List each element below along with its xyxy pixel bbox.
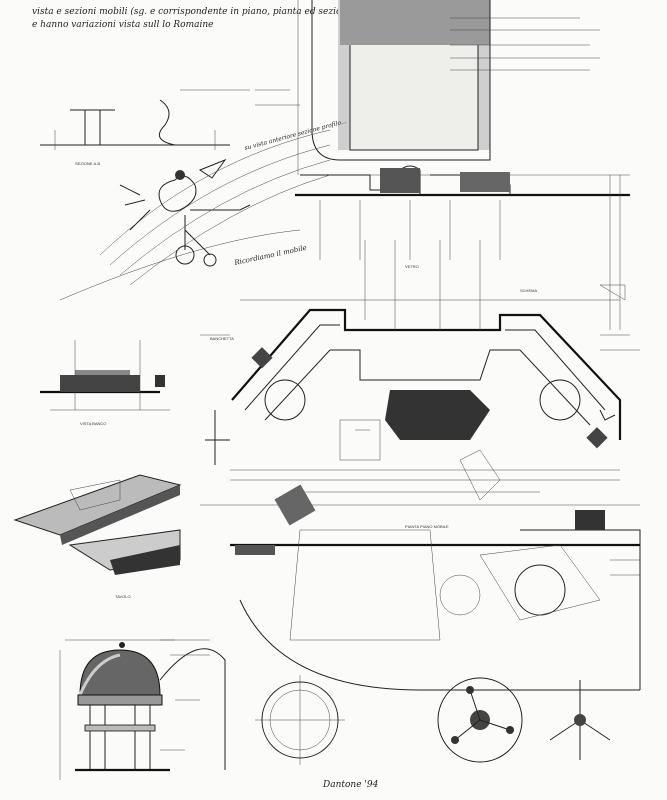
handwritten-note-2: e hanno variazioni vista sull lo Romaine: [32, 20, 214, 30]
plan-large-table: PIANTA PIANO MOBILE: [230, 484, 641, 691]
label-tavolo: TAVOLO: [115, 594, 131, 599]
caption-script-2: Ricordiamo il mobile: [233, 244, 308, 267]
globe-bar-cabinet-elevation: [59, 639, 226, 780]
plan-circles-bottom: [255, 675, 611, 765]
caption-script-1: su vista anteriore sezione profilo...: [244, 118, 348, 152]
label-sezione: SEZIONE A-B: [75, 161, 100, 166]
label-banchetta: BANCHETTA: [210, 336, 234, 341]
elevation-counter-section: [295, 165, 630, 330]
signature: Dantone '94: [322, 780, 379, 790]
detail-section-small-top: SEZIONE A-B: [40, 99, 230, 166]
label-pianta: PIANTA PIANO MOBILE: [405, 524, 449, 529]
label-schema: SCHEMA: [520, 288, 537, 293]
detail-elevation-left-middle: VISTA BANCO: [40, 340, 170, 426]
plan-bar-counter: BANCHETTA SCHEMA VETRO: [205, 264, 622, 501]
handwritten-note-1: vista e sezioni mobili (sg. e corrispond…: [32, 6, 388, 17]
dimension-lines: [200, 240, 640, 506]
label-vista-banco: VISTA BANCO: [80, 421, 106, 426]
elevation-doorway: [297, 0, 630, 176]
leader-lines: [160, 89, 640, 751]
figure-sketch-cyclist: [119, 158, 251, 267]
annotation-notes-top-right: [450, 17, 600, 71]
label-vetro: VETRO: [405, 264, 419, 269]
perspective-table-sketch: TAVOLO: [13, 474, 182, 599]
